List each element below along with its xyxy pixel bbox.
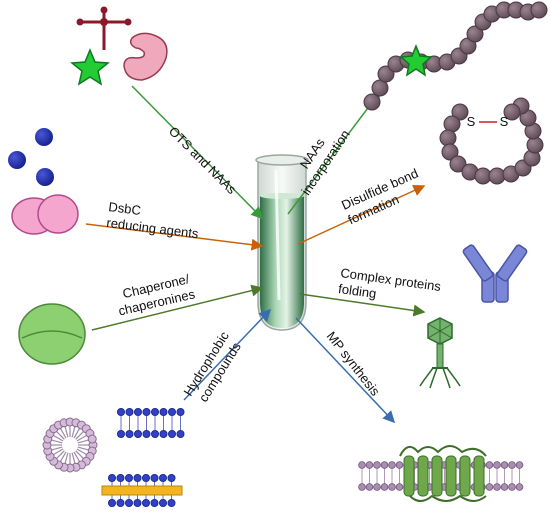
label-dsbc-line1: DsbC <box>108 199 142 218</box>
arrow-mp-synthesis <box>295 317 396 424</box>
label-complex-line2: folding <box>337 281 377 301</box>
chaperone-icon <box>18 303 86 365</box>
dsbc-protein-icon <box>11 194 79 235</box>
amino-acid-bead <box>443 115 461 133</box>
ots-synthetase-icon <box>76 6 132 50</box>
amino-acid-bead <box>488 167 506 185</box>
naa-protein-chain-icon <box>363 1 548 111</box>
trna-synthetase-icon <box>123 32 168 81</box>
antibody-icon <box>462 244 528 303</box>
bacteriophage-icon <box>419 317 461 389</box>
lipid-bilayer-icon <box>117 407 185 438</box>
amino-acid-bead <box>439 129 457 147</box>
amino-acid-bead <box>526 136 544 154</box>
arrow-chaperone <box>91 284 264 331</box>
arrow-hydrophobic <box>183 308 272 401</box>
label-dsbc-line2: reducing agents <box>106 215 200 241</box>
disulfide-protein-chain-icon <box>439 97 544 185</box>
label-mp-synthesis: MP synthesis <box>324 329 384 399</box>
arrow-disulfide <box>297 184 426 245</box>
label-ots-naas: OTS and NAAs <box>166 124 240 198</box>
nanodisc-icon <box>101 473 183 507</box>
amino-acid-bead <box>363 93 381 111</box>
arrow-complex-folding <box>299 293 426 317</box>
amino-acid-bead <box>451 103 469 121</box>
reaction-tube <box>255 154 309 331</box>
incorporated-naa-star-icon <box>399 43 433 77</box>
amino-acid-bead <box>503 103 521 121</box>
arrows <box>85 85 426 424</box>
arrow-dsbc <box>85 223 264 251</box>
naa-star-icon <box>70 48 110 86</box>
membrane-protein-icon <box>358 445 524 502</box>
reducing-agent-molecules-icon <box>8 128 54 186</box>
amino-acid-bead <box>441 143 459 161</box>
sulfur-label-right: S <box>500 114 509 129</box>
amino-acid-bead <box>466 25 484 43</box>
arrow-ots-naas <box>131 85 264 220</box>
sulfur-label-left: S <box>467 114 476 129</box>
amino-acid-bead <box>530 1 548 19</box>
amino-acid-bead <box>449 155 467 173</box>
arrow-naas-incorporation <box>287 90 381 215</box>
micelle-icon <box>42 417 98 473</box>
